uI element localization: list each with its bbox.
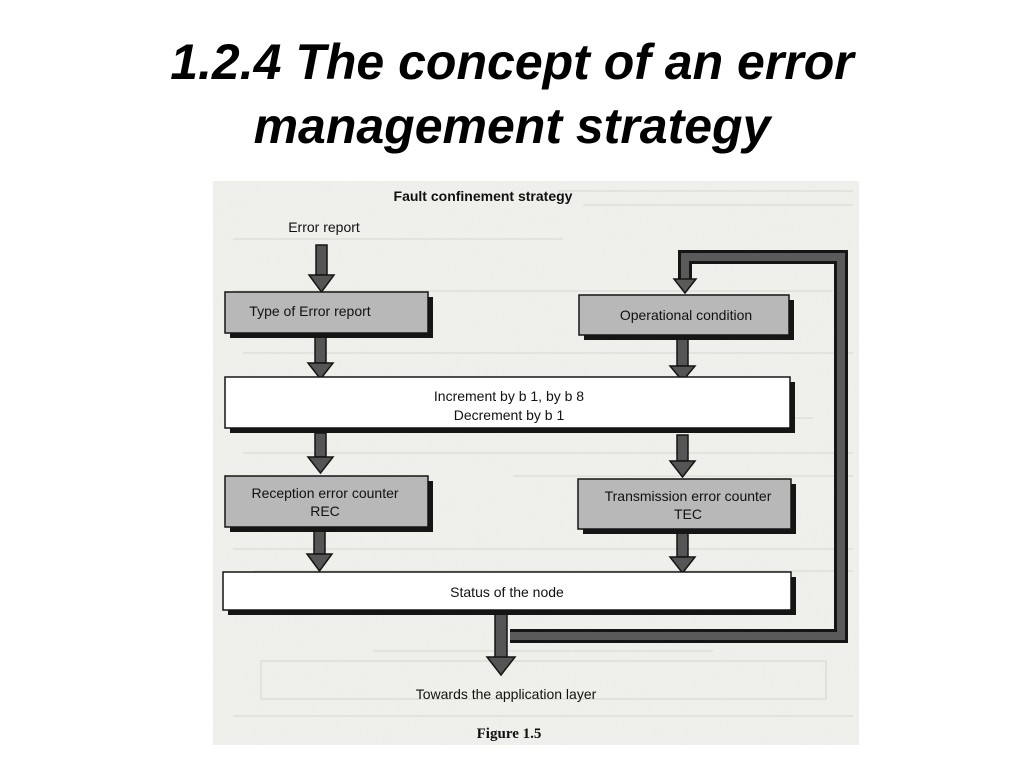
transmission-error-counter-box: Transmission error counter TEC [577, 478, 796, 534]
slide-title-line-2: management strategy [253, 98, 771, 154]
status-of-node-label: Status of the node [450, 584, 564, 600]
figure-grain [213, 181, 859, 745]
bleed-through-frame [260, 660, 827, 700]
arrow-error-to-type [307, 244, 336, 294]
slide-title: 1.2.4 The concept of an error management… [0, 30, 1024, 158]
increment-decrement-box: Increment by b 1, by b 8 Decrement by b … [224, 376, 795, 433]
tec-label: TEC [674, 506, 702, 522]
type-of-error-report-box: Type of Error report [224, 291, 433, 338]
arrow-type-to-increment [306, 334, 335, 381]
feedback-loop [510, 250, 848, 643]
reception-error-counter-box: Reception error counter REC [224, 475, 433, 532]
slide-title-line-1: 1.2.4 The concept of an error [170, 34, 854, 90]
rec-label: REC [310, 503, 340, 519]
figure-scan: Fault confinement strategy Error report [213, 181, 859, 745]
transmission-error-counter-label: Transmission error counter [605, 488, 772, 504]
status-of-node-box: Status of the node [222, 571, 796, 615]
application-layer-label: Towards the application layer [416, 686, 597, 702]
arrow-status-to-output [485, 612, 517, 677]
figure-caption: Figure 1.5 [477, 726, 542, 742]
operational-condition-label: Operational condition [620, 307, 752, 323]
figure-heading: Fault confinement strategy [394, 188, 573, 204]
decrement-label: Decrement by b 1 [454, 407, 565, 423]
arrow-tec-to-status [668, 532, 697, 575]
bleed-through-marks [233, 190, 853, 717]
type-of-error-report-label: Type of Error report [249, 303, 370, 319]
fault-confinement-diagram: Fault confinement strategy Error report [213, 181, 859, 745]
error-report-label: Error report [288, 219, 360, 235]
increment-label: Increment by b 1, by b 8 [434, 388, 584, 404]
reception-error-counter-label: Reception error counter [251, 485, 398, 501]
arrow-increment-to-tec [668, 434, 697, 479]
operational-condition-box: Operational condition [578, 294, 794, 340]
